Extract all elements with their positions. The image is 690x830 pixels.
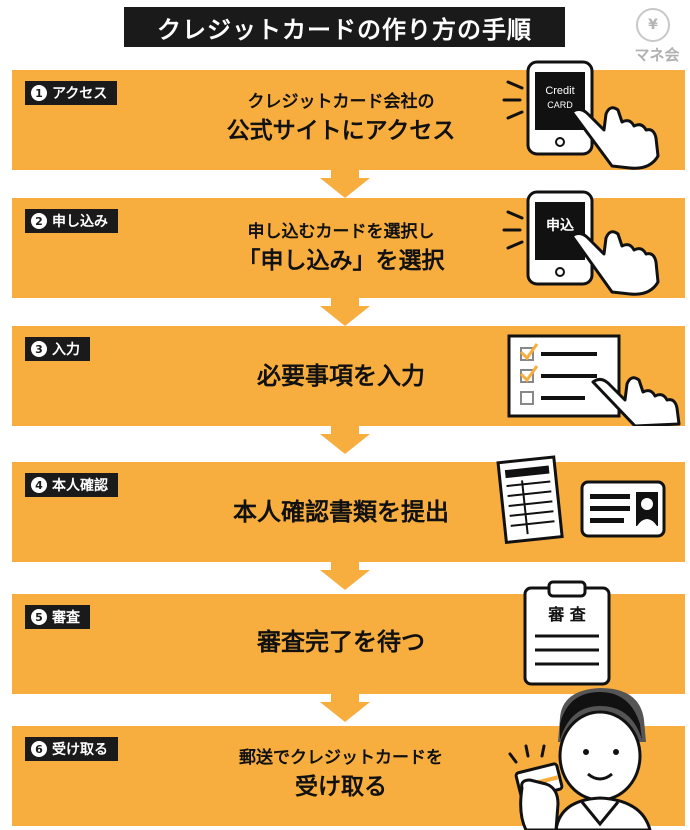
step-4-box: 4 本人確認 本人確認書類を提出 bbox=[12, 455, 685, 562]
yen-coin-icon: ¥ bbox=[636, 8, 670, 42]
person-holding-card-icon bbox=[508, 688, 652, 830]
step-6-line2: 受け取る bbox=[295, 774, 387, 800]
page-title: クレジットカードの作り方の手順 bbox=[124, 7, 565, 47]
brand-logo: ¥ マネ会 bbox=[626, 8, 686, 66]
flow-arrow-2 bbox=[320, 298, 370, 326]
step-6-number: 6 bbox=[31, 741, 47, 757]
step-3-line1: 必要事項を入力 bbox=[257, 362, 425, 390]
checklist-form-icon bbox=[507, 334, 681, 426]
step-6-description: 郵送でクレジットカードを 受け取る bbox=[92, 746, 590, 804]
flow-arrow-1 bbox=[320, 170, 370, 198]
flow-arrow-3 bbox=[320, 426, 370, 454]
step-5-box: 5 審査 審査完了を待つ 審 査 bbox=[12, 580, 685, 694]
step-3-label: 3 入力 bbox=[25, 337, 90, 361]
step-2-box: 2 申し込み 申し込むカードを選択し 「申し込み」を選択 申込 bbox=[12, 190, 685, 298]
flow-arrow-5 bbox=[320, 694, 370, 722]
step-3-number: 3 bbox=[31, 341, 47, 357]
logo-text: マネ会 bbox=[634, 46, 680, 64]
flow-arrow-4 bbox=[320, 562, 370, 590]
step-6-label-text: 受け取る bbox=[52, 742, 108, 758]
step-5-label: 5 審査 bbox=[25, 605, 90, 629]
step-5-line1: 審査完了を待つ bbox=[257, 628, 425, 656]
step-4-description: 本人確認書類を提出 bbox=[92, 495, 590, 529]
step-2-label: 2 申し込み bbox=[25, 209, 118, 233]
clipboard-title: 審 査 bbox=[547, 605, 586, 624]
smartphone-credit-card-icon: Credit CARD bbox=[502, 60, 660, 170]
step-2-number: 2 bbox=[31, 213, 47, 229]
step-6-box: 6 受け取る 郵送でクレジットカードを 受け取る bbox=[12, 688, 685, 830]
step-3-description: 必要事項を入力 bbox=[92, 359, 590, 393]
apply-screen-text: 申込 bbox=[546, 217, 574, 234]
step-4-number: 4 bbox=[31, 477, 47, 493]
step-1-box: 1 アクセス クレジットカード会社の 公式サイトにアクセス Credit CAR… bbox=[12, 60, 685, 170]
card-text-line1: Credit bbox=[545, 85, 574, 97]
step-2-description: 申し込むカードを選択し 「申し込み」を選択 bbox=[92, 220, 590, 278]
smartphone-apply-icon: 申込 bbox=[502, 190, 660, 296]
step-4-label-text: 本人確認 bbox=[52, 478, 108, 494]
step-4-line1: 本人確認書類を提出 bbox=[233, 498, 449, 526]
step-2-line2: 「申し込み」を選択 bbox=[237, 248, 445, 274]
step-6-label: 6 受け取る bbox=[25, 737, 118, 761]
step-6-line1: 郵送でクレジットカードを bbox=[239, 748, 443, 768]
step-3-box: 3 入力 必要事項を入力 bbox=[12, 326, 685, 426]
step-1-description: クレジットカード会社の 公式サイトにアクセス bbox=[92, 90, 590, 148]
step-1-label-text: アクセス bbox=[52, 86, 108, 102]
step-2-line1: 申し込むカードを選択し bbox=[247, 222, 435, 242]
step-1-number: 1 bbox=[31, 85, 47, 101]
card-text-line2: CARD bbox=[547, 100, 573, 110]
clipboard-review-icon: 審 査 bbox=[523, 580, 611, 686]
step-1-label: 1 アクセス bbox=[25, 81, 118, 105]
step-2-label-text: 申し込み bbox=[52, 214, 108, 230]
step-1-line2: 公式サイトにアクセス bbox=[226, 118, 456, 144]
step-1-line1: クレジットカード会社の bbox=[247, 92, 435, 112]
step-5-label-text: 審査 bbox=[52, 610, 80, 626]
step-3-label-text: 入力 bbox=[52, 342, 80, 358]
step-4-label: 4 本人確認 bbox=[25, 473, 118, 497]
id-documents-icon bbox=[496, 455, 666, 545]
step-5-number: 5 bbox=[31, 609, 47, 625]
step-5-description: 審査完了を待つ bbox=[92, 625, 590, 659]
